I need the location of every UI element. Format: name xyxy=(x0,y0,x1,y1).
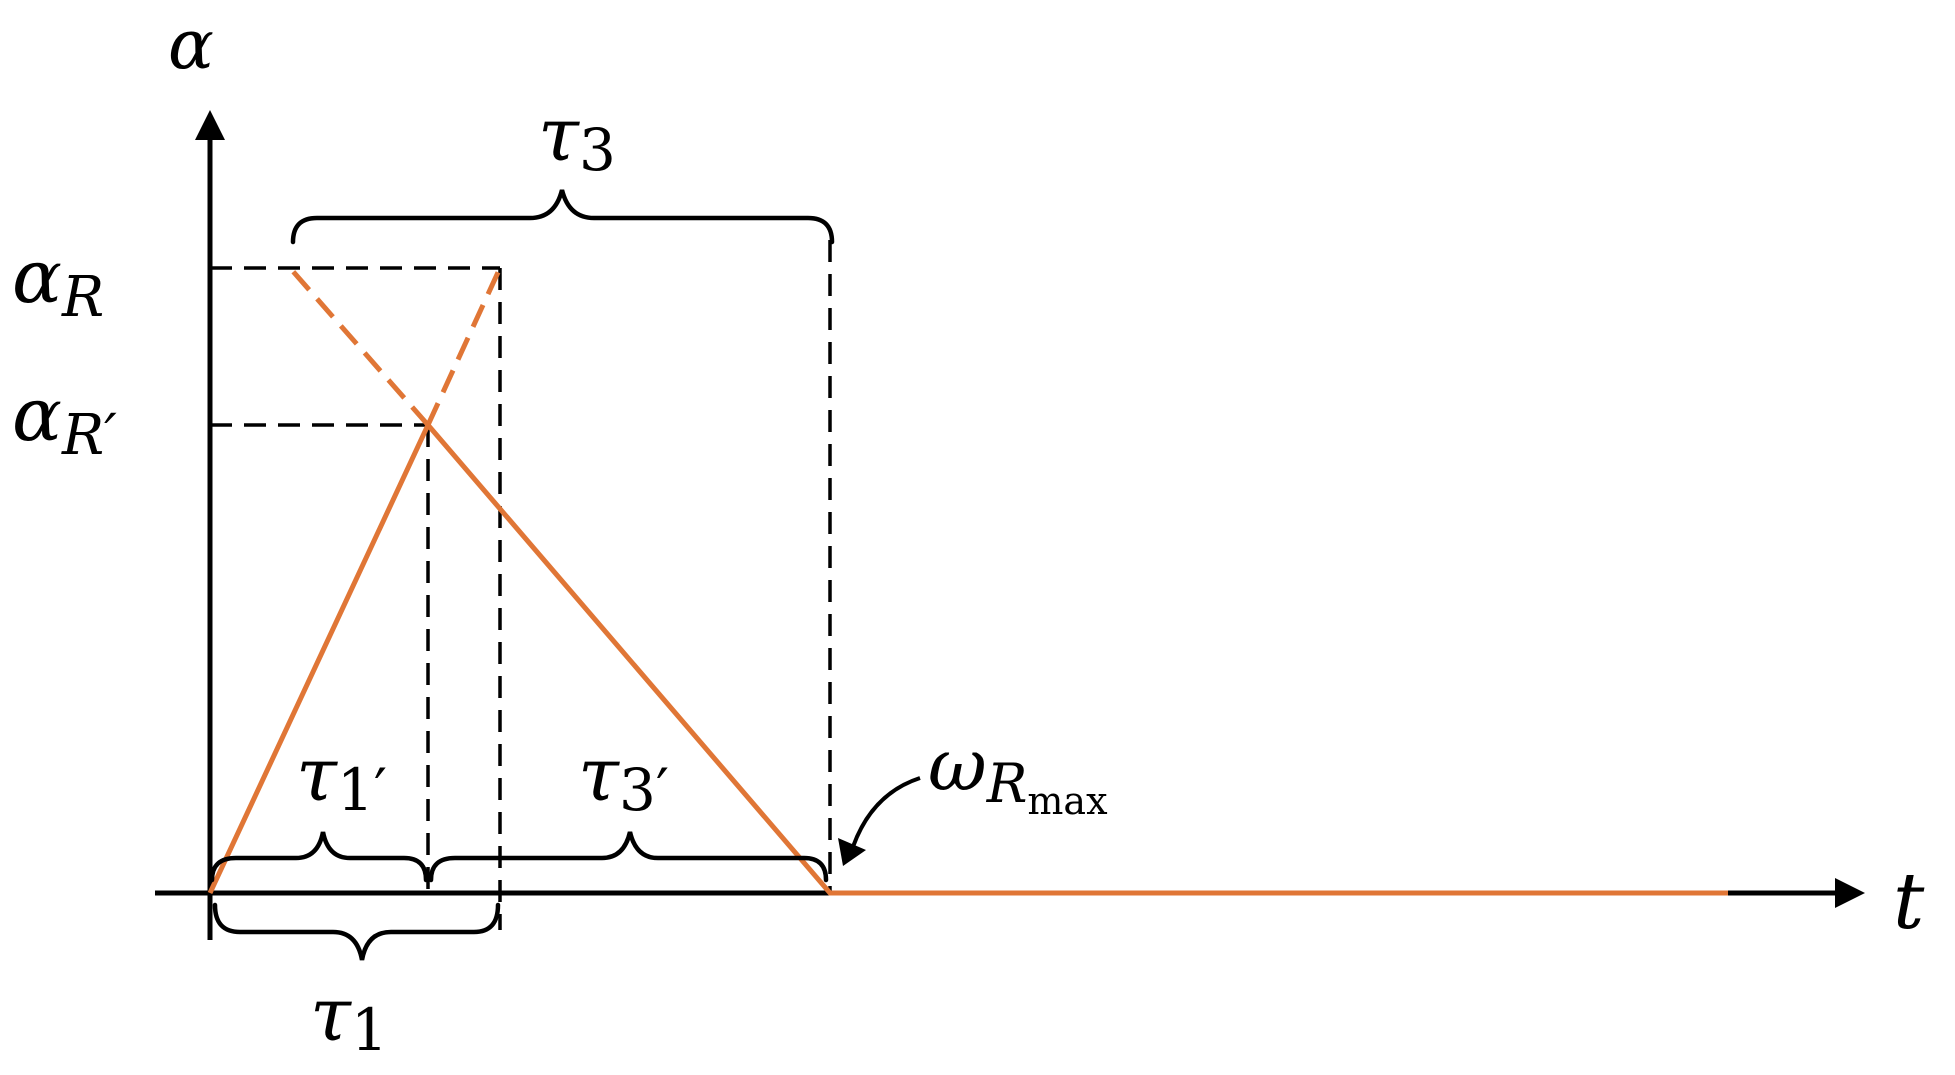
tau1-brace xyxy=(212,902,501,961)
omega-arrow xyxy=(848,776,921,857)
tau1p-brace xyxy=(209,831,429,883)
tau3-label: τ3 xyxy=(538,92,616,184)
tau3-brace xyxy=(290,189,835,245)
tau1-label: τ1 xyxy=(310,972,388,1064)
omega-Rmax-label: ωRmax xyxy=(928,723,1108,823)
x-axis-arrowhead xyxy=(1835,878,1865,908)
response-curve xyxy=(207,266,1728,896)
y-axis-label: α xyxy=(168,6,214,85)
alpha-Rp-label: αR′ xyxy=(12,372,117,468)
tau3p-brace xyxy=(428,831,829,883)
tau1p-label: τ1′ xyxy=(296,732,387,824)
braces xyxy=(209,189,835,961)
x-axis-label: t xyxy=(1893,857,1925,947)
curve-dashed-fall xyxy=(288,266,430,427)
curve-solid xyxy=(207,420,1728,896)
y-axis-arrowhead xyxy=(195,110,225,140)
curve-dashed-rise xyxy=(425,266,503,427)
omega-arrowhead xyxy=(838,838,866,866)
alpha-R-label: αR xyxy=(12,234,104,330)
tau3p-label: τ3′ xyxy=(578,732,669,824)
dashed-guides xyxy=(210,240,832,930)
